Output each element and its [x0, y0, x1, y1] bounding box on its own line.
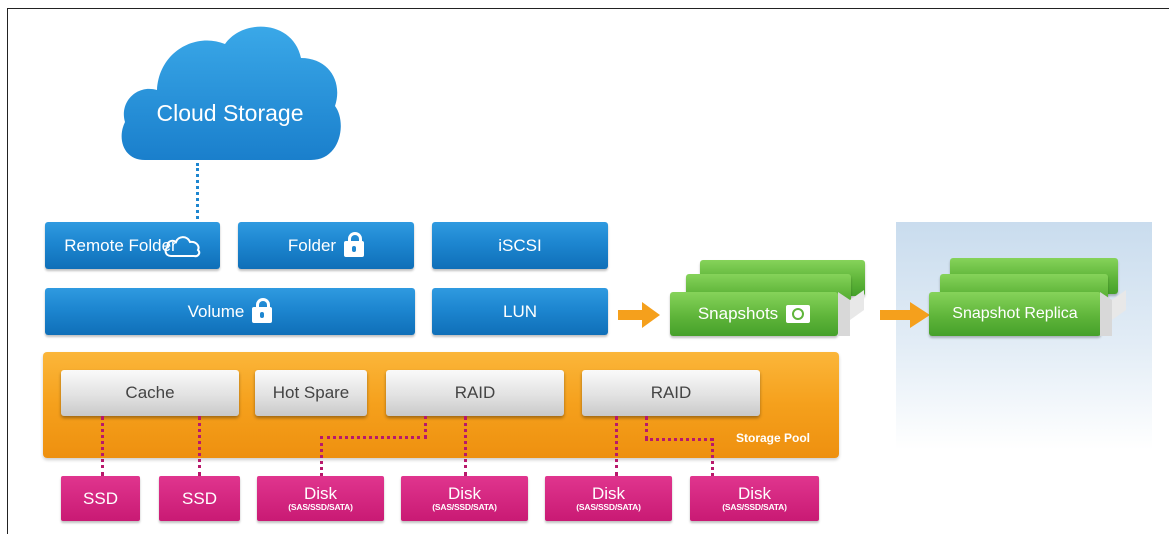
storage-pool-label: Storage Pool: [736, 431, 811, 445]
raid-label-2: RAID: [650, 383, 692, 402]
disk-label-2: Disk: [447, 484, 482, 503]
raid1-connector-c: [320, 436, 323, 476]
ssd-box-1: SSD: [61, 476, 140, 521]
disk-box-4: Disk (SAS/SSD/SATA): [690, 476, 819, 521]
disk-sub-label-1: (SAS/SSD/SATA): [288, 502, 353, 512]
cloud-outline-icon: [164, 235, 200, 257]
disk-sub-label-4: (SAS/SSD/SATA): [722, 502, 787, 512]
replica-stack-edge: [1100, 290, 1126, 336]
hot-spare-box: Hot Spare: [255, 370, 367, 416]
ssd-box-2: SSD: [159, 476, 240, 521]
disk-label-3: Disk: [591, 484, 626, 503]
lock-icon: [252, 297, 273, 323]
raid-box-1: RAID: [386, 370, 564, 416]
ssd-label-2: SSD: [182, 489, 217, 508]
raid1-disk2-connector: [464, 416, 467, 476]
cloud-storage-icon: [121, 26, 341, 161]
arrow-right-icon: [880, 302, 930, 328]
camera-icon: [786, 305, 811, 323]
disk-label-1: Disk: [303, 484, 338, 503]
iscsi-box: iSCSI: [432, 222, 608, 269]
raid1-connector-b: [320, 436, 427, 439]
remote-folder-box: Remote Folder: [45, 222, 220, 269]
disk-sub-label-2: (SAS/SSD/SATA): [432, 502, 497, 512]
cache-ssd1-connector: [101, 416, 104, 476]
raid-label-1: RAID: [454, 383, 496, 402]
snapshot-stack-edge: [838, 290, 864, 336]
cache-ssd2-connector: [198, 416, 201, 476]
raid2-connector-b: [645, 438, 713, 441]
remote-folder-label: Remote Folder: [64, 235, 177, 255]
disk-box-3: Disk (SAS/SSD/SATA): [545, 476, 672, 521]
disk-box-2: Disk (SAS/SSD/SATA): [401, 476, 528, 521]
raid-box-2: RAID: [582, 370, 760, 416]
snapshots-label: Snapshots: [697, 304, 779, 323]
folder-box: Folder: [238, 222, 414, 269]
ssd-label-1: SSD: [83, 489, 118, 508]
disk-label-4: Disk: [737, 484, 772, 503]
snapshot-replica-label: Snapshot Replica: [952, 305, 1078, 322]
iscsi-label: iSCSI: [498, 235, 542, 255]
lun-box: LUN: [432, 288, 608, 335]
raid2-connector-a: [645, 416, 648, 440]
disk-box-1: Disk (SAS/SSD/SATA): [257, 476, 384, 521]
volume-label: Volume: [187, 301, 245, 321]
snapshot-replica-box: Snapshot Replica: [929, 292, 1101, 336]
cloud-storage-label: Cloud Storage: [156, 100, 304, 126]
snapshots-box: Snapshots: [670, 292, 838, 336]
lock-icon: [344, 231, 365, 257]
cache-label: Cache: [125, 383, 175, 402]
arrow-right-icon: [618, 302, 660, 328]
frame-border: [7, 8, 1169, 534]
hot-spare-label: Hot Spare: [272, 383, 350, 402]
raid1-connector-a: [424, 416, 427, 438]
cache-box: Cache: [61, 370, 239, 416]
lun-label: LUN: [502, 301, 537, 321]
folder-label: Folder: [287, 235, 337, 255]
cloud-connector: [196, 163, 199, 225]
raid2-disk3-connector: [615, 416, 618, 476]
disk-sub-label-3: (SAS/SSD/SATA): [576, 502, 641, 512]
volume-box: Volume: [45, 288, 415, 335]
raid2-connector-c: [711, 438, 714, 476]
